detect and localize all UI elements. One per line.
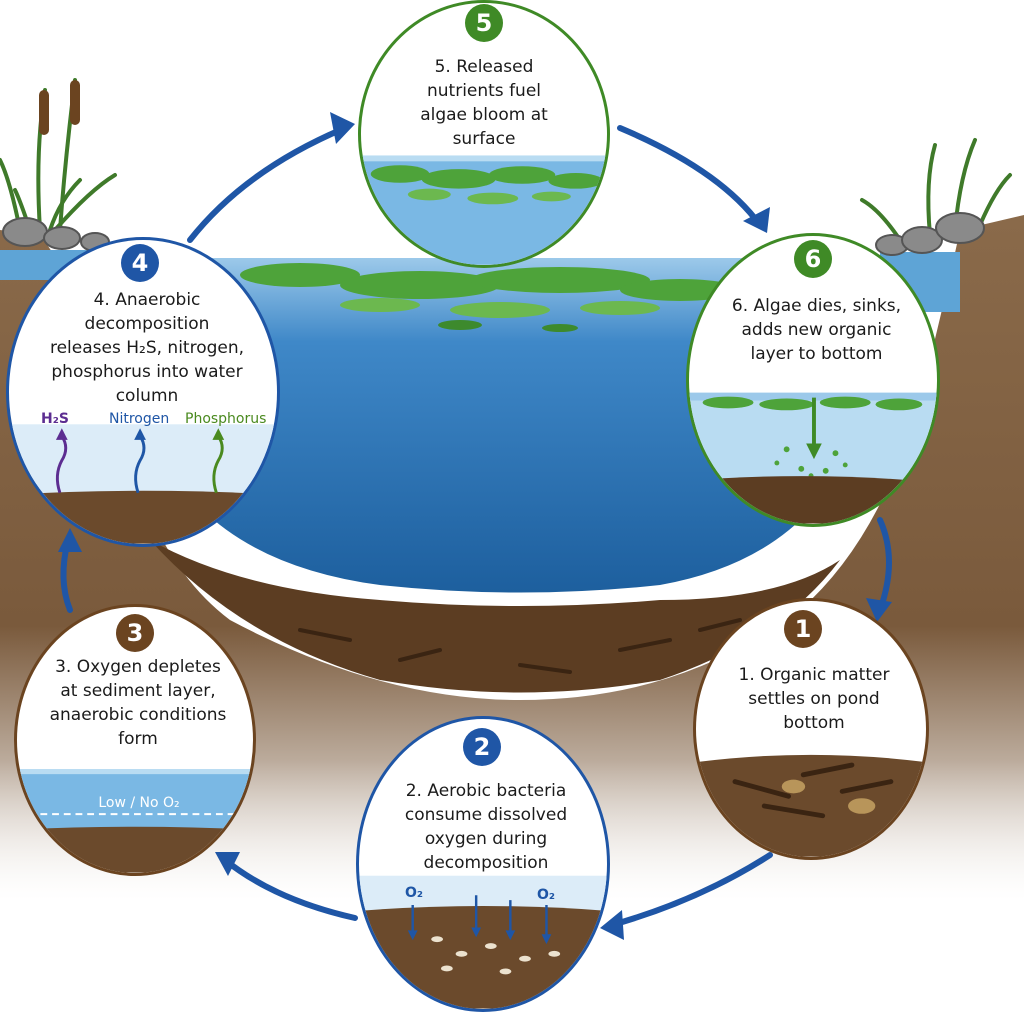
step-5-badge: 5 (465, 4, 503, 42)
step-6-text: 6. Algae dies, sinks, adds new organic l… (731, 296, 902, 364)
arrow-1-to-2 (609, 852, 773, 928)
step-3-illustration (17, 769, 253, 873)
step-4-illustration (9, 424, 277, 544)
sediment-layer (150, 540, 840, 693)
step-6-illustration (689, 392, 937, 524)
phosphorus-label: Phosphorus (185, 411, 267, 427)
reeds-left (0, 78, 117, 232)
arrow-6-to-1 (877, 517, 892, 613)
step-2-illustration (359, 875, 607, 1009)
step-4-bubble: 4. Anaerobic decomposition releases H₂S,… (6, 237, 280, 547)
arrow-head (866, 598, 892, 622)
cycle-arrows (60, 125, 892, 928)
step-6-badge: 6 (794, 240, 832, 278)
step-5-bubble: 5. Released nutrients fuel algae bloom a… (358, 0, 610, 268)
step-1-text: 1. Organic matter settles on pond bottom (738, 665, 890, 733)
algae-bloom (240, 263, 740, 332)
arrow-head (600, 910, 624, 940)
sediment-debris (298, 618, 742, 674)
cattail (70, 80, 80, 125)
o2-label-right: O₂ (537, 887, 556, 903)
low-o2-label: Low / No O₂ (98, 795, 180, 811)
step-1-illustration (696, 754, 926, 857)
step-6-bubble: 6. Algae dies, sinks, adds new organic l… (686, 233, 940, 527)
step-3-bubble: 3. Oxygen depletes at sediment layer, an… (14, 604, 256, 876)
step-2-text: 2. Aerobic bacteria consume dissolved ox… (404, 781, 568, 873)
nitrogen-label: Nitrogen (109, 411, 170, 427)
step-4-badge: 4 (121, 244, 159, 282)
arrow-4-to-5 (187, 125, 348, 243)
step-3-text: 3. Oxygen depletes at sediment layer, an… (49, 657, 227, 749)
step-3-badge: 3 (116, 614, 154, 652)
step-5-illustration (361, 155, 607, 265)
rocks-right (875, 212, 985, 256)
step-5-text: 5. Released nutrients fuel algae bloom a… (420, 57, 548, 149)
cattail (39, 90, 49, 135)
arrow-head (743, 207, 770, 233)
arrow-head (330, 112, 355, 144)
step-1-badge: 1 (784, 610, 822, 648)
step-4-text: 4. Anaerobic decomposition releases H₂S,… (49, 290, 245, 406)
h2s-label: H₂S (41, 411, 69, 427)
arrow-5-to-6 (617, 125, 763, 228)
o2-label-left: O₂ (405, 885, 424, 901)
step-2-badge: 2 (463, 728, 501, 766)
